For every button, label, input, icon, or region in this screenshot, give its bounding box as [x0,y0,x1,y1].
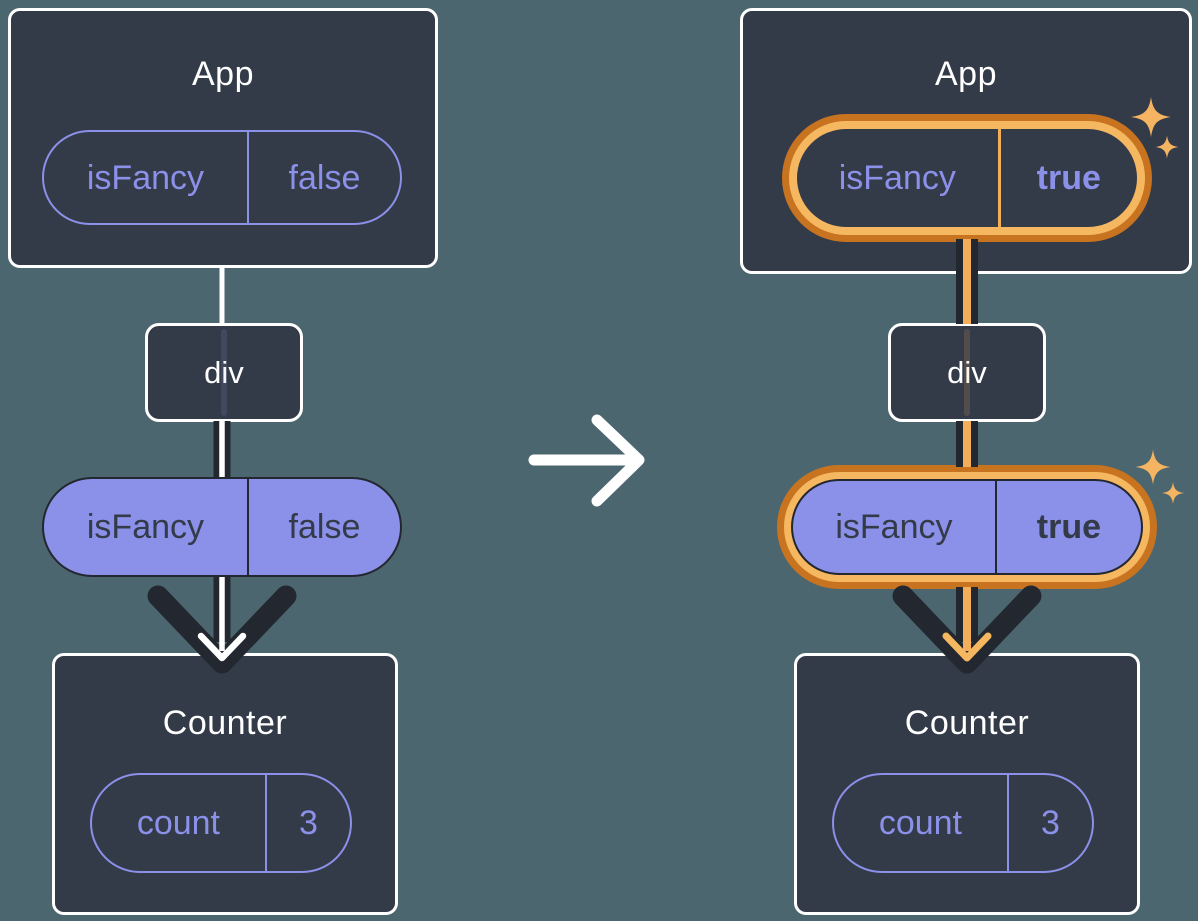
passed-prop-pill-before: isFancy false [42,477,402,577]
connector-through-line [964,329,970,416]
highlight-ring-inner: isFancy true [789,121,1145,235]
arrow-head [591,414,645,507]
prop-value: false [246,132,400,223]
sparkle-icon [1162,482,1184,504]
state-value: 3 [1006,775,1092,871]
div-label: div [947,354,987,390]
counter-state-pill-before: count 3 [90,773,352,873]
prop-value: true [997,129,1137,227]
div-label: div [204,354,244,390]
state-name: count [136,804,221,842]
counter-state-pill-after: count 3 [832,773,1094,873]
highlight-ring-passed-prop: isFancy true [777,465,1157,589]
app-title-after: App [935,55,997,93]
connectors-after [892,239,1042,674]
prop-value: true [994,481,1141,573]
connector-through-line [221,329,227,416]
prop-name: isFancy [838,159,956,197]
passed-prop-pill-after: isFancy true [791,479,1143,575]
prop-name: isFancy [86,508,205,546]
state-name: count [878,804,963,842]
sparkle-icon [1135,449,1171,485]
app-prop-pill-before: isFancy false [42,130,402,225]
prop-name: isFancy [835,508,953,546]
div-node-after: div [888,323,1046,422]
div-node-before: div [145,323,303,422]
highlight-ring-app-prop: isFancy true [782,114,1152,242]
transition-arrow-icon [528,414,645,507]
highlight-ring-inner: isFancy true [784,472,1150,582]
counter-title-after: Counter [904,704,1030,742]
state-value: 3 [264,775,350,871]
prop-value: false [246,479,400,575]
counter-title-before: Counter [162,704,288,742]
prop-name: isFancy [86,158,205,197]
app-title-before: App [192,55,254,93]
app-prop-pill-after: isFancy true [797,129,1137,227]
